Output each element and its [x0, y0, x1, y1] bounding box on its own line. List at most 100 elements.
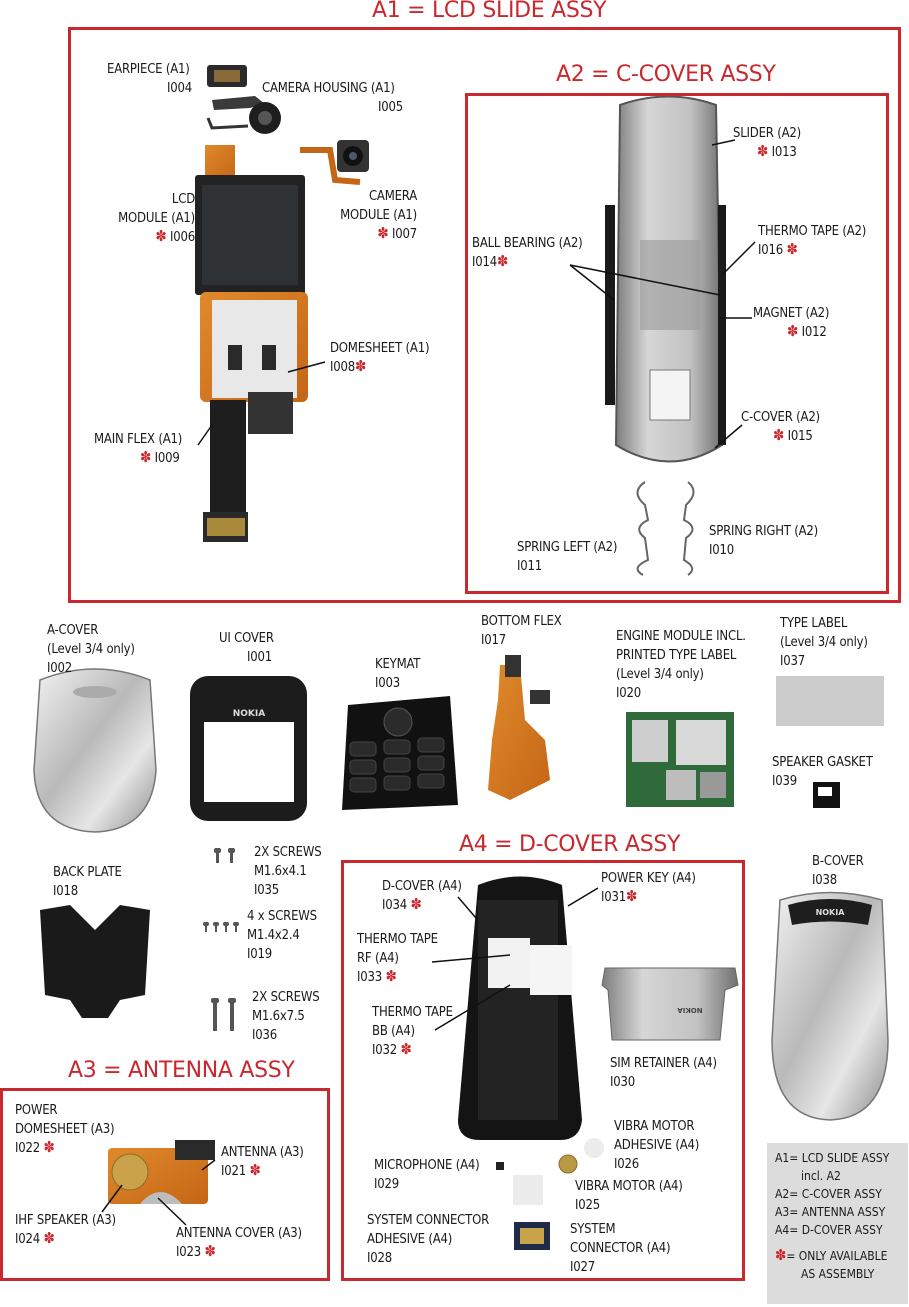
label-vibra-motor: VIBRA MOTOR (A4) I025	[575, 1177, 683, 1215]
part-name: BALL BEARING (A2)	[472, 236, 583, 251]
label-c-cover: C-COVER (A2) ✽ I015	[741, 408, 820, 446]
part-code: I030	[610, 1075, 635, 1090]
part-name: UI COVER	[219, 631, 274, 646]
part-name: VIBRA MOTOR	[614, 1119, 695, 1134]
part-name-2: ADHESIVE (A4)	[367, 1232, 453, 1247]
label-magnet: MAGNET (A2) ✽ I012	[753, 304, 829, 342]
part-code: I007	[392, 227, 417, 242]
part-code: I001	[247, 650, 272, 665]
label-a-cover: A-COVER (Level 3/4 only) I002	[47, 621, 135, 678]
box-a4	[341, 860, 745, 1281]
label-engine-module: ENGINE MODULE INCL. PRINTED TYPE LABEL (…	[616, 627, 746, 703]
title-a1: A1 = LCD SLIDE ASSY	[372, 0, 607, 23]
label-ball-bearing: BALL BEARING (A2) I014✽	[472, 234, 583, 272]
part-name: IHF SPEAKER (A3)	[15, 1213, 116, 1228]
microphone-image	[496, 1162, 504, 1170]
ui-cover-image: NOKIA	[190, 676, 307, 821]
leader-lines	[101, 139, 756, 1226]
part-code: I018	[53, 884, 78, 899]
antenna-assy-image	[108, 1140, 215, 1204]
part-code: I006	[170, 230, 195, 245]
part-name: TYPE LABEL	[780, 616, 848, 631]
part-code: I020	[616, 686, 641, 701]
part-name: BOTTOM FLEX	[481, 614, 562, 629]
keymat-image	[342, 696, 458, 810]
assembly-only-star-icon: ✽	[496, 252, 509, 270]
part-name: THERMO TAPE (A2)	[758, 224, 867, 239]
label-keymat: KEYMAT I003	[375, 655, 420, 693]
part-name: ANTENNA (A3)	[221, 1145, 304, 1160]
title-a2: A2 = C-COVER ASSY	[556, 62, 776, 87]
part-name: C-COVER (A2)	[741, 410, 820, 425]
part-code: I029	[374, 1177, 399, 1192]
legend-a1-note: incl. A2	[801, 1169, 841, 1183]
legend-a2: A2= C-COVER ASSY	[775, 1187, 882, 1201]
part-code: I017	[481, 633, 506, 648]
label-type-label: TYPE LABEL (Level 3/4 only) I037	[780, 614, 868, 671]
bottom-flex-image	[488, 655, 550, 800]
part-name: POWER KEY (A4)	[601, 871, 696, 886]
screws-image	[203, 848, 239, 1031]
legend-note-2: AS ASSEMBLY	[801, 1267, 875, 1281]
camera-module-image	[337, 140, 369, 172]
part-note: (Level 3/4 only)	[47, 642, 135, 657]
assembly-only-star-icon: ✽	[410, 895, 422, 913]
label-spring-left: SPRING LEFT (A2) I011	[517, 538, 617, 576]
part-code: I033	[357, 970, 382, 985]
a-cover-image	[33, 668, 157, 833]
label-screws-i036: 2X SCREWS M1.6x7.5 I036	[252, 988, 320, 1045]
part-code: I003	[375, 676, 400, 691]
part-name-2: DOMESHEET (A3)	[15, 1122, 115, 1137]
part-note: (Level 3/4 only)	[616, 667, 704, 682]
vibra-motor-image	[558, 1154, 578, 1174]
label-d-cover: D-COVER (A4) I034 ✽	[382, 877, 462, 915]
label-system-connector: SYSTEM CONNECTOR (A4) I027	[570, 1220, 671, 1277]
back-plate-image	[40, 905, 150, 1018]
springs-image	[636, 481, 695, 576]
part-name: SPEAKER GASKET	[772, 755, 873, 770]
part-code-row: ✽ I007	[331, 225, 417, 244]
assembly-only-star-icon: ✽	[155, 227, 167, 245]
part-name: CAMERA	[368, 189, 417, 204]
part-code: I036	[252, 1028, 277, 1043]
label-back-plate: BACK PLATE I018	[53, 863, 122, 901]
earpiece-image	[207, 65, 247, 87]
part-code-row: I014✽	[472, 253, 582, 272]
part-name: MICROPHONE (A4)	[374, 1158, 480, 1173]
part-code-row: I034 ✽	[382, 896, 462, 915]
part-name-2: RF (A4)	[357, 951, 399, 966]
part-code-row: ✽ I006	[109, 228, 195, 247]
part-code-row: ✽ I015	[741, 427, 820, 446]
assembly-only-star-icon: ✽	[775, 1246, 787, 1264]
label-b-cover: B-COVER I038	[812, 852, 864, 890]
label-domesheet: DOMESHEET (A1) I008✽	[330, 339, 430, 377]
label-screws-i019: 4 x SCREWS M1.4x2.4 I019	[247, 907, 317, 964]
label-power-domesheet: POWER DOMESHEET (A3) I022 ✽	[15, 1101, 115, 1158]
label-spring-right: SPRING RIGHT (A2) I010	[709, 522, 818, 560]
part-name: SLIDER (A2)	[733, 126, 801, 141]
legend-box: A1= LCD SLIDE ASSY incl. A2 A2= C-COVER …	[767, 1143, 908, 1304]
label-antenna-cover: ANTENNA COVER (A3) I023 ✽	[176, 1224, 302, 1262]
part-note: (Level 3/4 only)	[780, 635, 868, 650]
part-name-2: MODULE (A1)	[340, 208, 417, 223]
part-code: I039	[772, 774, 797, 789]
assembly-only-star-icon: ✽	[773, 426, 785, 444]
label-lcd-module: LCD MODULE (A1) ✽ I006	[109, 190, 195, 247]
legend-note-1: = ONLY AVAILABLE	[786, 1249, 888, 1263]
part-name: SPRING LEFT (A2)	[517, 540, 618, 555]
label-thermo-bb: THERMO TAPE BB (A4) I032 ✽	[372, 1003, 453, 1060]
main-flex-image	[203, 392, 293, 542]
part-code-row: I016 ✽	[758, 241, 866, 260]
label-speaker-gasket: SPEAKER GASKET I039	[772, 753, 873, 791]
part-code-row: I021 ✽	[221, 1162, 304, 1181]
part-code: I022	[15, 1141, 40, 1156]
label-ui-cover: UI COVER I001	[219, 629, 274, 667]
part-name: CAMERA HOUSING (A1)	[262, 81, 395, 96]
lcd-module-image	[195, 145, 361, 295]
part-code: I028	[367, 1251, 392, 1266]
label-main-flex: MAIN FLEX (A1) ✽ I009	[94, 430, 182, 468]
title-a3: A3 = ANTENNA ASSY	[68, 1058, 295, 1083]
vibra-adhesive-image	[584, 1138, 604, 1158]
part-code: I013	[771, 145, 797, 160]
assembly-only-star-icon: ✽	[787, 322, 799, 340]
